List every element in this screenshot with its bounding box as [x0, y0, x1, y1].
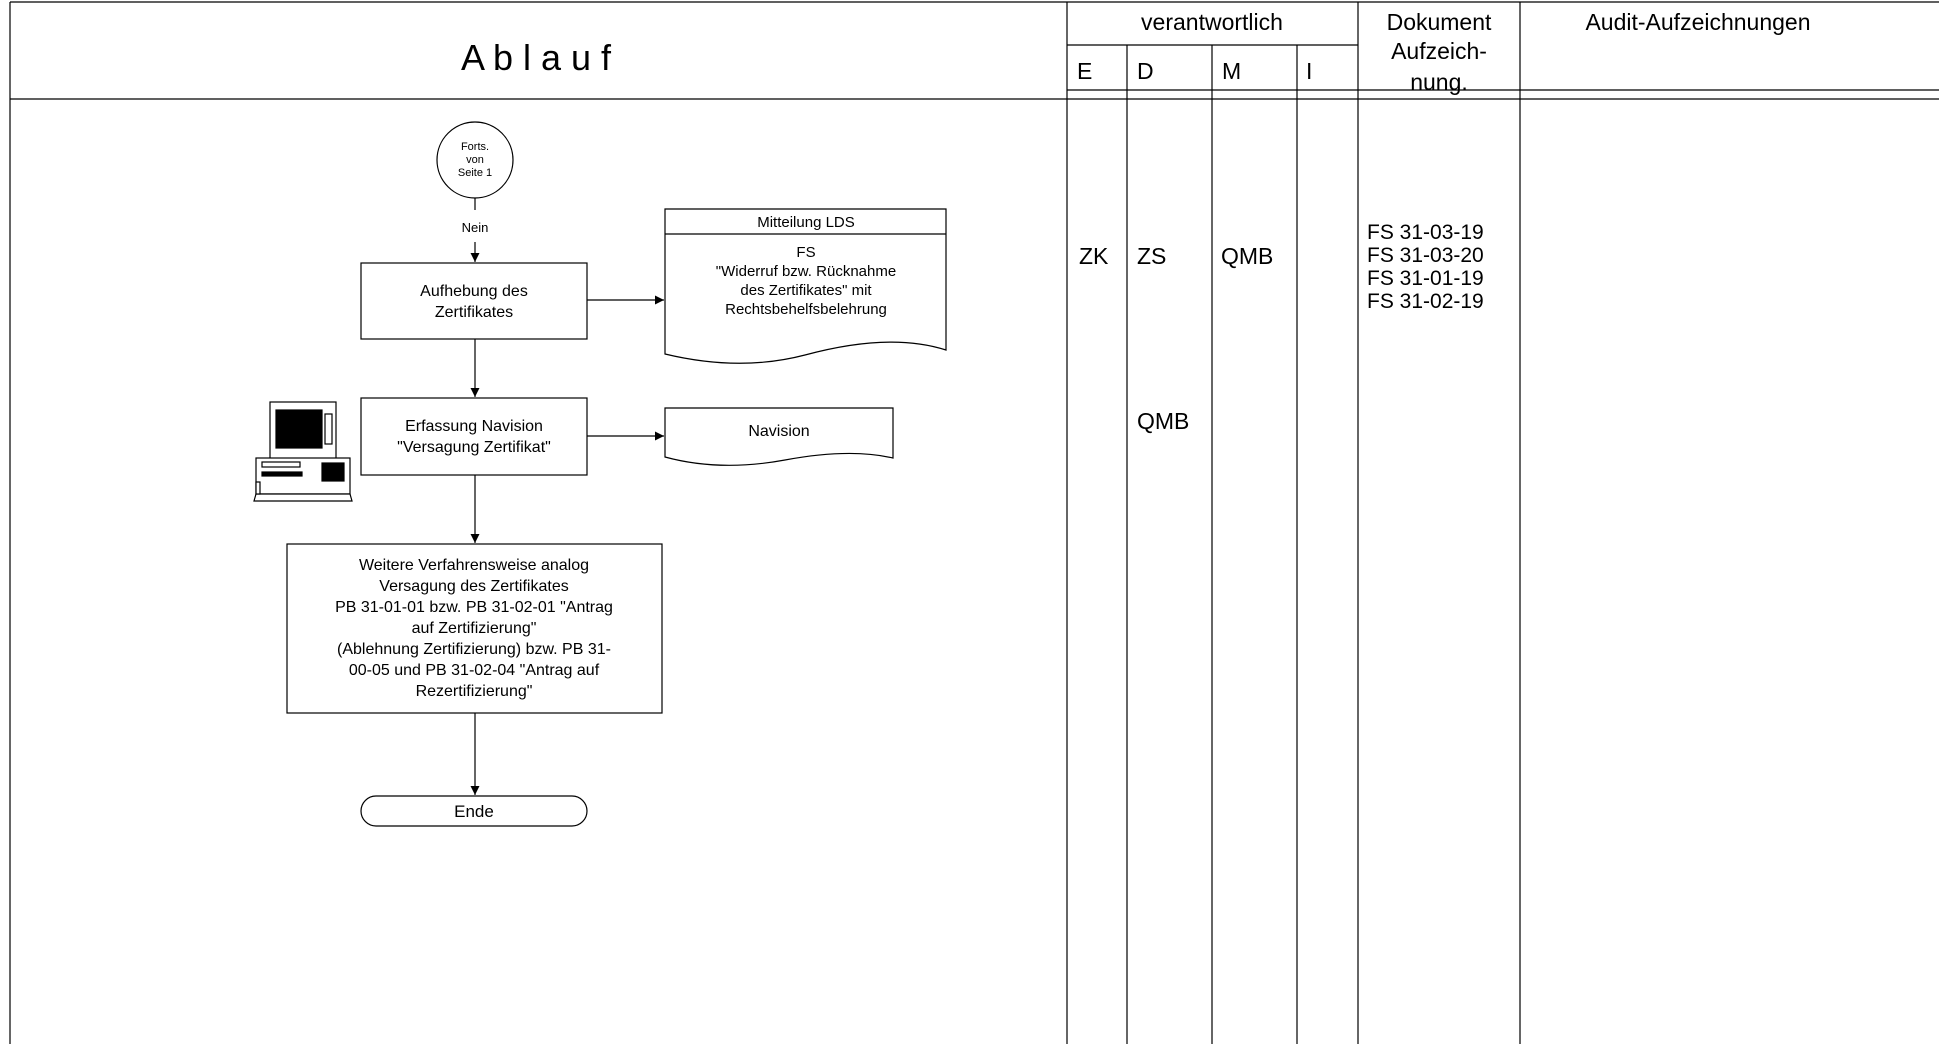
step3-line-3: PB 31-01-01 bzw. PB 31-02-01 "Antrag [335, 599, 613, 616]
terminal-ende: Ende [360, 795, 588, 827]
end-label: Ende [454, 802, 494, 821]
nein-label: Nein [462, 220, 489, 235]
resp-d-row1: ZS [1137, 243, 1166, 269]
step-aufhebung-zertifikat: Aufhebung des Zertifikates [360, 262, 588, 340]
dokument-header-1: Dokument [1387, 9, 1492, 35]
step3-line-5: (Ablehnung Zertifizierung) bzw. PB 31- [337, 641, 611, 658]
role-col-m: M [1222, 58, 1241, 84]
doc1-title: Mitteilung LDS [757, 214, 855, 231]
step-weitere-verfahrensweise: Weitere Verfahrensweise analog Versagung… [286, 543, 663, 714]
doc1-line-3: des Zertifikates" mit [740, 282, 872, 299]
doc-ref-2: FS 31-03-20 [1367, 244, 1484, 267]
resp-e-row1: ZK [1079, 243, 1109, 269]
doc1-line-2: "Widerruf bzw. Rücknahme [716, 263, 896, 280]
table-grid [9, 1, 1939, 1044]
connector-line-2: von [466, 154, 484, 166]
step3-line-7: Rezertifizierung" [416, 683, 533, 700]
doc-ref-1: FS 31-03-19 [1367, 221, 1484, 244]
step-erfassung-navision: Erfassung Navision "Versagung Zertifikat… [360, 397, 588, 476]
connector-line-1: Forts. [461, 141, 489, 153]
desktop-computer-icon [253, 401, 353, 502]
step3-line-4: auf Zertifizierung" [412, 620, 537, 637]
step3-line-6: 00-05 und PB 31-02-04 "Antrag auf [349, 662, 600, 679]
step2-line-1: Erfassung Navision [405, 418, 543, 435]
verantwortlich-header: verantwortlich [1141, 9, 1283, 35]
role-col-d: D [1137, 58, 1154, 84]
doc-ref-3: FS 31-01-19 [1367, 267, 1484, 290]
connector-from-page-1: Forts. von Seite 1 [436, 121, 514, 199]
doc1-line-1: FS [796, 244, 815, 261]
step1-line-2: Zertifikates [435, 304, 513, 321]
flow-arrows [470, 198, 664, 795]
connector-line-3: Seite 1 [458, 167, 492, 179]
dokument-header-2: Aufzeich- [1391, 38, 1487, 64]
step2-line-2: "Versagung Zertifikat" [397, 439, 551, 456]
role-col-e: E [1077, 58, 1092, 84]
dokument-header-3: nung. [1410, 69, 1468, 95]
document-mitteilung-lds: Mitteilung LDS FS "Widerruf bzw. Rücknah… [664, 208, 947, 364]
ablauf-title: A b l a u f [461, 37, 612, 78]
doc-ref-4: FS 31-02-19 [1367, 290, 1484, 313]
step3-line-2: Versagung des Zertifikates [379, 578, 568, 595]
resp-m-row1: QMB [1221, 243, 1273, 269]
audit-header: Audit-Aufzeichnungen [1585, 9, 1810, 35]
document-navision: Navision [664, 407, 894, 466]
resp-d-row2: QMB [1137, 408, 1189, 434]
step3-line-1: Weitere Verfahrensweise analog [359, 557, 589, 574]
doc2-label: Navision [748, 423, 809, 440]
role-col-i: I [1306, 58, 1312, 84]
doc1-line-4: Rechtsbehelfsbelehrung [725, 301, 887, 318]
step1-line-1: Aufhebung des [420, 283, 528, 300]
